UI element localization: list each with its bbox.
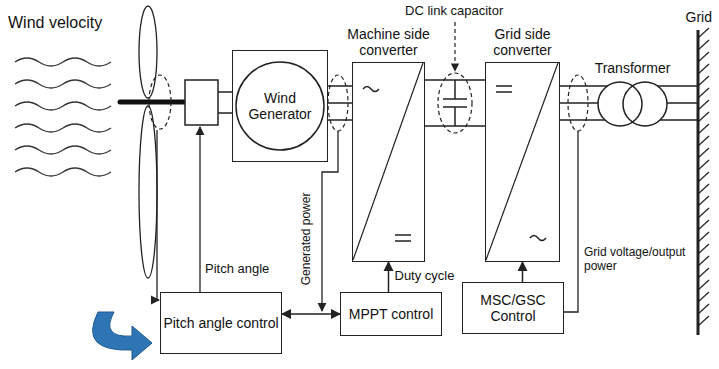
input-label: Wind velocity [8,14,128,32]
rotor-blades [139,6,157,278]
capacitor-ellipse [438,73,472,133]
connector [282,313,340,315]
component-label: DC link capacitor [405,4,505,19]
ac-dc-marks [496,86,546,241]
transformer-symbol: Transformer [598,81,667,127]
node-title: Wind Generator [240,90,320,122]
node-title: MSC/GSC Control [463,292,563,324]
grid-bus: Grid [694,30,712,335]
node-title: Transformer [583,60,683,76]
node-title: MPPT control [349,306,434,322]
edge-label: Duty cycle [395,269,455,284]
converter-symbol [353,63,424,261]
node-title: Machine side converter [343,26,435,58]
signal-label: Generated power [300,189,314,289]
shaft [218,92,232,113]
control-box: MPPT control [340,292,442,336]
grid-hatching [694,30,712,335]
rotor-signal-line [157,130,159,300]
generator-box: Wind Generator [232,50,328,162]
node-title: Grid side converter [482,26,564,58]
connector [522,262,524,282]
pitch-angle-line [199,127,200,292]
signal-label: Grid voltage/output power [584,246,688,274]
connector [328,86,352,120]
rotation-arrow [93,312,152,360]
connector [425,80,485,126]
signal-label: Pitch angle [205,262,285,277]
rotor-hub [120,100,185,105]
converter-symbol [486,63,559,261]
gearbox [185,80,218,125]
node-title: Pitch angle control [163,315,278,331]
converter-box: Machine side converter [352,62,425,262]
rotor-sense-ellipse [149,75,171,129]
converter-box: Grid side converter [485,62,560,262]
control-box: MSC/GSC Control [462,282,564,334]
capacitor-leader [454,22,455,71]
transformer-coils [598,81,667,127]
dc-link-capacitor [443,80,467,126]
wind-waves [15,58,111,176]
control-box: Pitch angle control [160,292,282,354]
connector [388,262,390,292]
node-title: Grid [686,9,712,25]
ac-dc-marks [363,87,411,242]
